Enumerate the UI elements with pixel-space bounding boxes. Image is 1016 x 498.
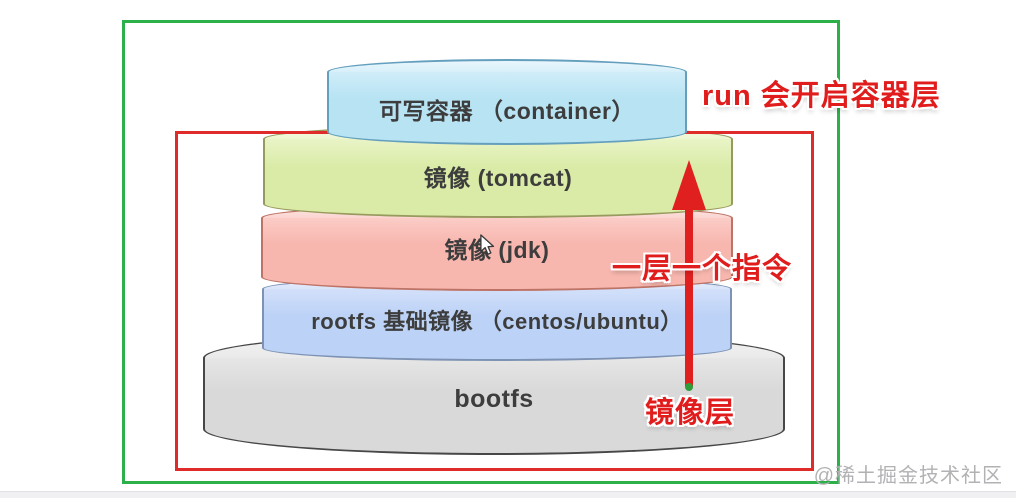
image-layer-note: 镜像层 xyxy=(645,397,736,429)
cylinder-body xyxy=(261,218,733,277)
cylinder-body xyxy=(327,72,687,132)
one-instruction-per-layer-note: 一层一个指令 xyxy=(612,253,793,285)
cylinder-body xyxy=(262,289,732,348)
arrow-origin-dot xyxy=(685,383,693,391)
writable-container-cylinder: 可写容器 （container） xyxy=(327,59,687,145)
page-bottom-strip xyxy=(0,491,1016,498)
jdk-layer-label: 镜像 (jdk) xyxy=(444,237,550,263)
arrow-shaft xyxy=(685,208,693,389)
run-container-layer-note: run 会开启容器层 xyxy=(702,80,941,112)
instruction-arrow xyxy=(672,160,706,391)
mouse-cursor-icon xyxy=(480,234,495,255)
cylinder-body xyxy=(263,139,733,204)
tomcat-layer-label: 镜像 (tomcat) xyxy=(423,165,573,191)
arrow-head xyxy=(672,160,706,210)
bootfs-label: bootfs xyxy=(454,385,534,413)
rootfs-layer-label: rootfs 基础镜像 （centos/ubuntu） xyxy=(311,309,683,334)
outer-green-frame xyxy=(122,20,840,484)
watermark: @稀土掘金技术社区 xyxy=(813,465,1003,487)
writable-container-label: 可写容器 （container） xyxy=(379,98,635,124)
